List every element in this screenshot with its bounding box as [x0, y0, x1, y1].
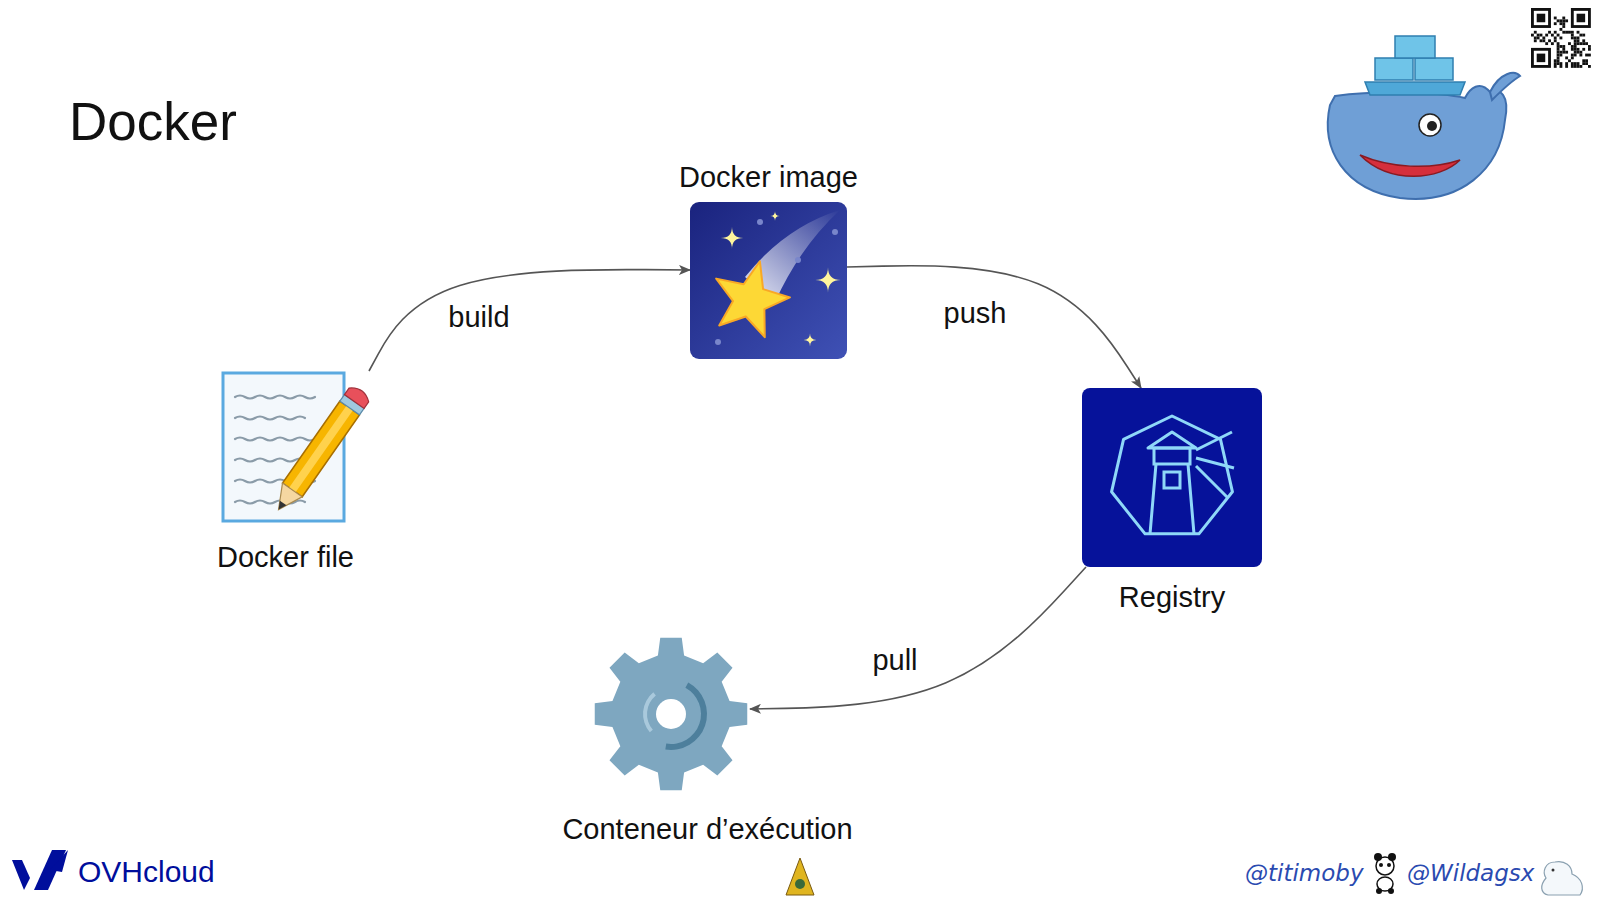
edge-label: pull	[868, 644, 921, 677]
file-icon	[221, 371, 378, 525]
author-handle: @titimoby	[1245, 860, 1364, 886]
icon-node: Docker file	[221, 371, 378, 525]
flow-arrow	[750, 567, 1086, 709]
qr-code	[1531, 8, 1591, 68]
node-label: Docker image	[679, 161, 858, 194]
flow-arrow	[369, 270, 690, 371]
author-handle: @Wildagsx	[1407, 860, 1534, 886]
node-label: Registry	[1119, 581, 1225, 614]
node-label: Docker file	[217, 541, 354, 574]
icon-node: Docker image	[690, 202, 847, 359]
gear-icon	[593, 636, 750, 793]
brand-name: OVHcloud	[78, 855, 215, 890]
icon-node: Registry	[1082, 388, 1262, 567]
docker-whale	[1328, 36, 1520, 199]
bear-icon	[1542, 862, 1583, 895]
wizard-icon	[786, 858, 814, 895]
ovh-logo	[12, 850, 68, 890]
edge-label: build	[444, 301, 513, 334]
edge-label: push	[940, 297, 1011, 330]
flow-arrow	[847, 266, 1141, 388]
panda-icon	[1374, 853, 1396, 894]
slide-title: Docker	[69, 92, 237, 153]
registry-icon	[1082, 388, 1262, 567]
node-label: Conteneur d’exécution	[562, 813, 852, 846]
star-icon	[690, 202, 847, 359]
icon-node: Conteneur d’exécution	[593, 636, 750, 793]
